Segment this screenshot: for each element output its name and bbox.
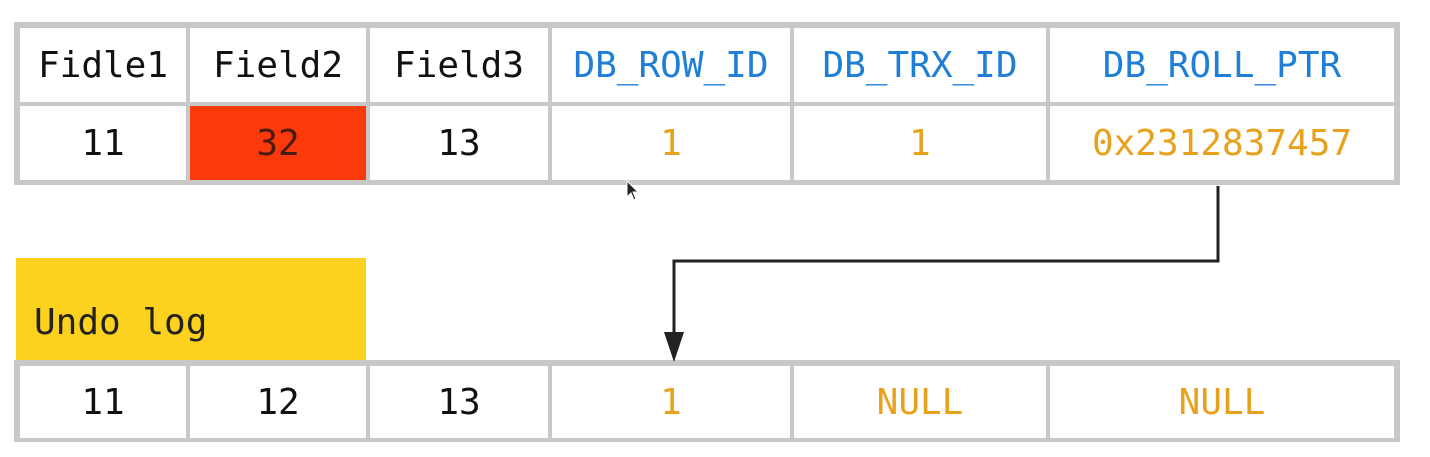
value-db-row-id: 1 [552,106,790,180]
undo-value-db-roll-ptr: NULL [1050,366,1394,438]
undo-value-field1: 11 [20,366,186,438]
undo-value-field2: 12 [190,366,366,438]
header-db-trx-id: DB_TRX_ID [794,28,1046,102]
value-fidle1: 11 [20,106,186,180]
undo-log-label: Undo log [16,258,366,360]
roll-pointer-line [672,186,1220,338]
undo-value-db-trx-id: NULL [794,366,1046,438]
value-field3: 13 [370,106,548,180]
value-field2-modified: 32 [190,106,366,180]
value-db-roll-ptr: 0x2312837457 [1050,106,1394,180]
undo-value-db-row-id: 1 [552,366,790,438]
undo-value-field3: 13 [370,366,548,438]
value-db-trx-id: 1 [794,106,1046,180]
header-db-roll-ptr: DB_ROLL_PTR [1050,28,1394,102]
arrow-down-icon [664,332,684,362]
header-field2: Field2 [190,28,366,102]
header-field3: Field3 [370,28,548,102]
header-fidle1: Fidle1 [20,28,186,102]
header-db-row-id: DB_ROW_ID [552,28,790,102]
mouse-cursor-icon [626,180,640,201]
